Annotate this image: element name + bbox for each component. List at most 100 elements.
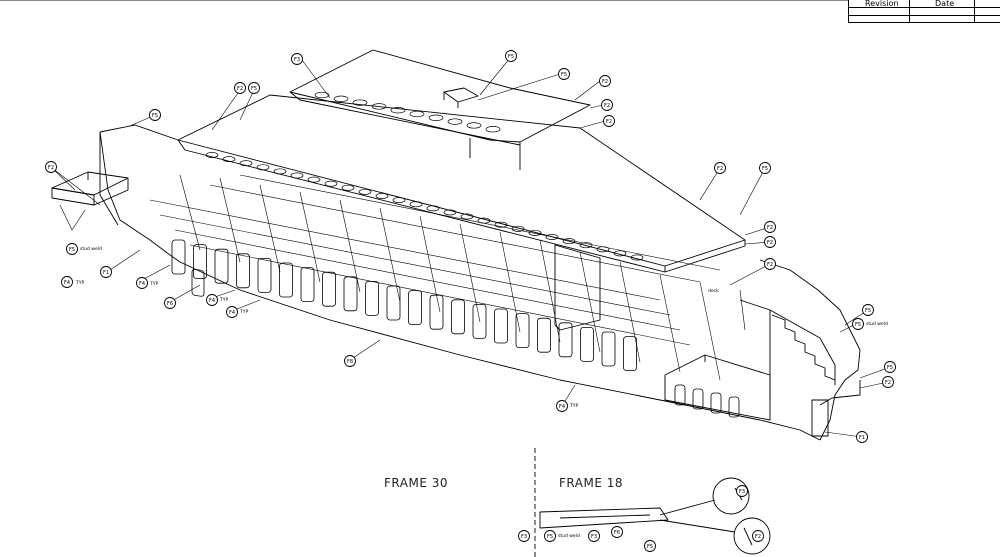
clerestory-window (426, 205, 440, 212)
callout-label: F4 (139, 281, 145, 287)
side-window (601, 331, 616, 367)
clerestory-window (307, 176, 321, 183)
callout-circle (644, 540, 656, 552)
annotation-text: TYP (75, 280, 84, 286)
hull-outline (99, 124, 861, 441)
side-window (322, 271, 336, 307)
window-row (171, 239, 740, 418)
deck-framing-grid (149, 174, 746, 381)
main-canopy (177, 94, 746, 273)
title-block-divider (909, 0, 910, 22)
stern-stairs (664, 299, 836, 421)
callout-label: F5 (152, 113, 158, 119)
title-block: Revision Date (848, 0, 1000, 23)
roof-window (409, 110, 425, 118)
callout-label: F5 (508, 54, 514, 60)
clerestory-window (579, 242, 593, 249)
upper-window-row (205, 91, 644, 261)
callout-label: F2 (606, 119, 612, 125)
callout-label: F1 (859, 435, 865, 441)
stern-window (728, 396, 740, 418)
callout-label: F5 (547, 534, 553, 540)
title-block-divider (974, 0, 975, 22)
side-window (365, 280, 379, 316)
callout-circle (764, 236, 776, 248)
stern-window (710, 392, 722, 414)
callout-circle (884, 361, 896, 373)
callout-circle (518, 530, 530, 542)
side-window (214, 248, 229, 284)
revision-header: Revision (865, 0, 899, 8)
side-window (300, 267, 315, 303)
callout-label: F4 (64, 280, 70, 286)
callout-label: F8 (347, 359, 353, 365)
clerestory-window (239, 160, 253, 167)
callout-label: F6 (614, 530, 620, 536)
side-window (386, 285, 401, 321)
callout-circle (714, 162, 726, 174)
annotation-text: TYP (149, 281, 158, 287)
roof-window (466, 122, 482, 129)
callout-circle (611, 526, 623, 538)
annotation-text: stud weld (80, 246, 102, 252)
wheelhouse-roof (289, 49, 591, 170)
side-window (408, 290, 422, 326)
callout-circle (136, 277, 148, 289)
callout-circle (100, 266, 112, 278)
title-block-header-row: Revision Date (849, 0, 1000, 8)
clerestory-window (273, 168, 287, 175)
callout-circle (164, 297, 176, 309)
side-window (558, 322, 573, 358)
callout-label: F5 (855, 322, 861, 328)
clerestory-window (324, 180, 338, 187)
callout-label: F2 (767, 225, 773, 231)
callout-circle (736, 485, 748, 497)
callout-label: F3 (294, 57, 300, 63)
callout-label: F2 (885, 380, 891, 386)
callout-label: F5 (865, 308, 871, 314)
callout-circle (505, 50, 517, 62)
callout-label: F2 (602, 79, 608, 85)
sheet-top-border (0, 0, 848, 1)
clerestory-window (443, 209, 457, 216)
callout-circle (599, 75, 611, 87)
clerestory-window (205, 152, 219, 158)
roof-window (447, 118, 463, 125)
callout-circle (856, 431, 868, 443)
clerestory-window (460, 213, 474, 220)
annotation-text: stud weld (558, 533, 580, 539)
callout-label: F1 (103, 270, 109, 276)
callout-circle (45, 161, 57, 173)
callout-label: F5 (561, 72, 567, 78)
clerestory-window (290, 172, 304, 179)
callout-circle (588, 530, 600, 542)
side-window (193, 244, 207, 280)
title-block-row-1 (849, 8, 1000, 16)
callout-circle (764, 258, 776, 270)
callout-label: F5 (647, 544, 653, 550)
clerestory-window (562, 238, 576, 245)
callout-label: F2 (237, 86, 243, 92)
clerestory-window (409, 201, 423, 208)
callout-circle (556, 400, 568, 412)
callout-label: F3 (521, 534, 527, 540)
stern-window (692, 388, 704, 410)
callout-label: F4 (229, 310, 235, 316)
date-header: Date (935, 0, 955, 8)
callout-circle (149, 109, 161, 121)
roof-window (352, 99, 368, 106)
callout-label: F4 (209, 298, 215, 304)
callout-label: F2 (48, 165, 54, 171)
view-label-frame-18: FRAME 18 (559, 476, 623, 490)
callout-circle (852, 318, 864, 330)
callout-circle (558, 68, 570, 80)
callout-label: F5 (251, 86, 257, 92)
clerestory-window (545, 234, 559, 240)
callout-label: F5 (762, 166, 768, 172)
callout-circle (882, 376, 894, 388)
stern-window (674, 384, 686, 406)
clerestory-window (375, 193, 389, 199)
roof-window (390, 107, 406, 114)
